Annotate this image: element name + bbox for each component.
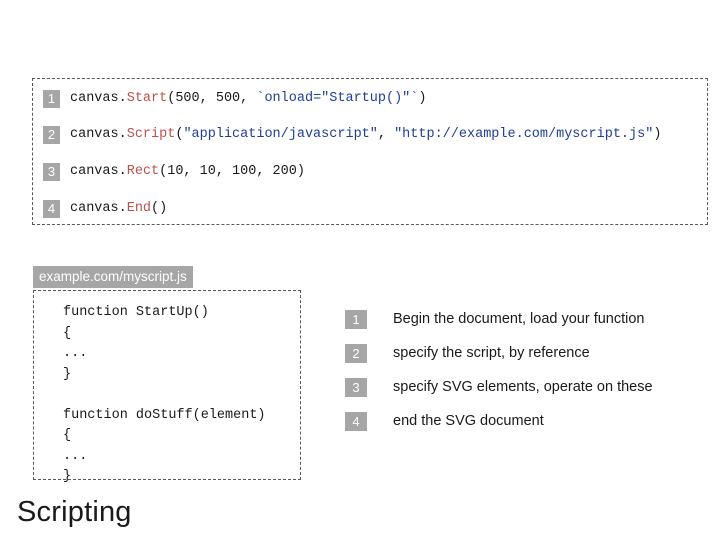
script-source-code: function StartUp() { ... } function doSt… bbox=[63, 305, 266, 484]
annotation-text: specify SVG elements, operate on these bbox=[393, 379, 653, 395]
annotation-number-badge: 4 bbox=[345, 412, 367, 431]
code-token: (500, 500, bbox=[167, 91, 257, 106]
code-line: 1 canvas.Start(500, 500, `onload="Startup… bbox=[43, 90, 427, 110]
annotation-row: 1 Begin the document, load your function bbox=[345, 310, 715, 344]
annotation-row: 3 specify SVG elements, operate on these bbox=[345, 378, 715, 412]
code-line: 4 canvas.End() bbox=[43, 200, 167, 220]
code-line-number-badge: 2 bbox=[43, 126, 60, 144]
code-token: `onload="Startup()"` bbox=[256, 91, 419, 106]
annotation-number-badge: 2 bbox=[345, 344, 367, 363]
script-file-label: example.com/myscript.js bbox=[33, 266, 193, 288]
code-token: canvas. bbox=[70, 127, 127, 142]
code-token: () bbox=[151, 201, 168, 216]
code-token: End bbox=[126, 201, 152, 216]
code-line: 2 canvas.Script("application/javascript",… bbox=[43, 126, 661, 146]
code-token: Rect bbox=[126, 164, 160, 179]
code-token: canvas. bbox=[70, 201, 127, 216]
annotation-number-badge: 1 bbox=[345, 310, 367, 329]
code-line-content: canvas.Script("application/javascript", … bbox=[70, 127, 661, 142]
code-token: ) bbox=[418, 91, 427, 106]
code-line-content: canvas.Start(500, 500, `onload="Startup(… bbox=[70, 91, 427, 106]
code-token: ) bbox=[653, 127, 662, 142]
code-token: canvas. bbox=[70, 91, 127, 106]
annotation-row: 2 specify the script, by reference bbox=[345, 344, 715, 378]
code-line-content: canvas.End() bbox=[70, 201, 167, 216]
script-source-block: function StartUp() { ... } function doSt… bbox=[33, 290, 301, 484]
annotation-text: specify the script, by reference bbox=[393, 345, 590, 361]
code-token: Start bbox=[126, 91, 168, 106]
code-token: , bbox=[377, 127, 395, 142]
annotation-row: 4 end the SVG document bbox=[345, 412, 715, 446]
code-token: canvas. bbox=[70, 164, 127, 179]
annotation-list: 1 Begin the document, load your function… bbox=[345, 310, 715, 446]
code-line: 3 canvas.Rect(10, 10, 100, 200) bbox=[43, 163, 305, 183]
code-token: Script bbox=[126, 127, 176, 142]
code-line-content: canvas.Rect(10, 10, 100, 200) bbox=[70, 164, 305, 179]
code-token: "application/javascript" bbox=[183, 127, 378, 142]
code-token: (10, 10, 100, 200) bbox=[159, 164, 305, 179]
code-token: "http://example.com/myscript.js" bbox=[394, 127, 654, 142]
annotation-number-badge: 3 bbox=[345, 378, 367, 397]
annotation-text: end the SVG document bbox=[393, 413, 544, 429]
code-line-number-badge: 4 bbox=[43, 200, 60, 218]
code-line-number-badge: 1 bbox=[43, 90, 60, 108]
code-line-number-badge: 3 bbox=[43, 163, 60, 181]
annotation-text: Begin the document, load your function bbox=[393, 311, 645, 327]
slide-title: Scripting bbox=[17, 496, 132, 528]
code-token: ( bbox=[175, 127, 184, 142]
